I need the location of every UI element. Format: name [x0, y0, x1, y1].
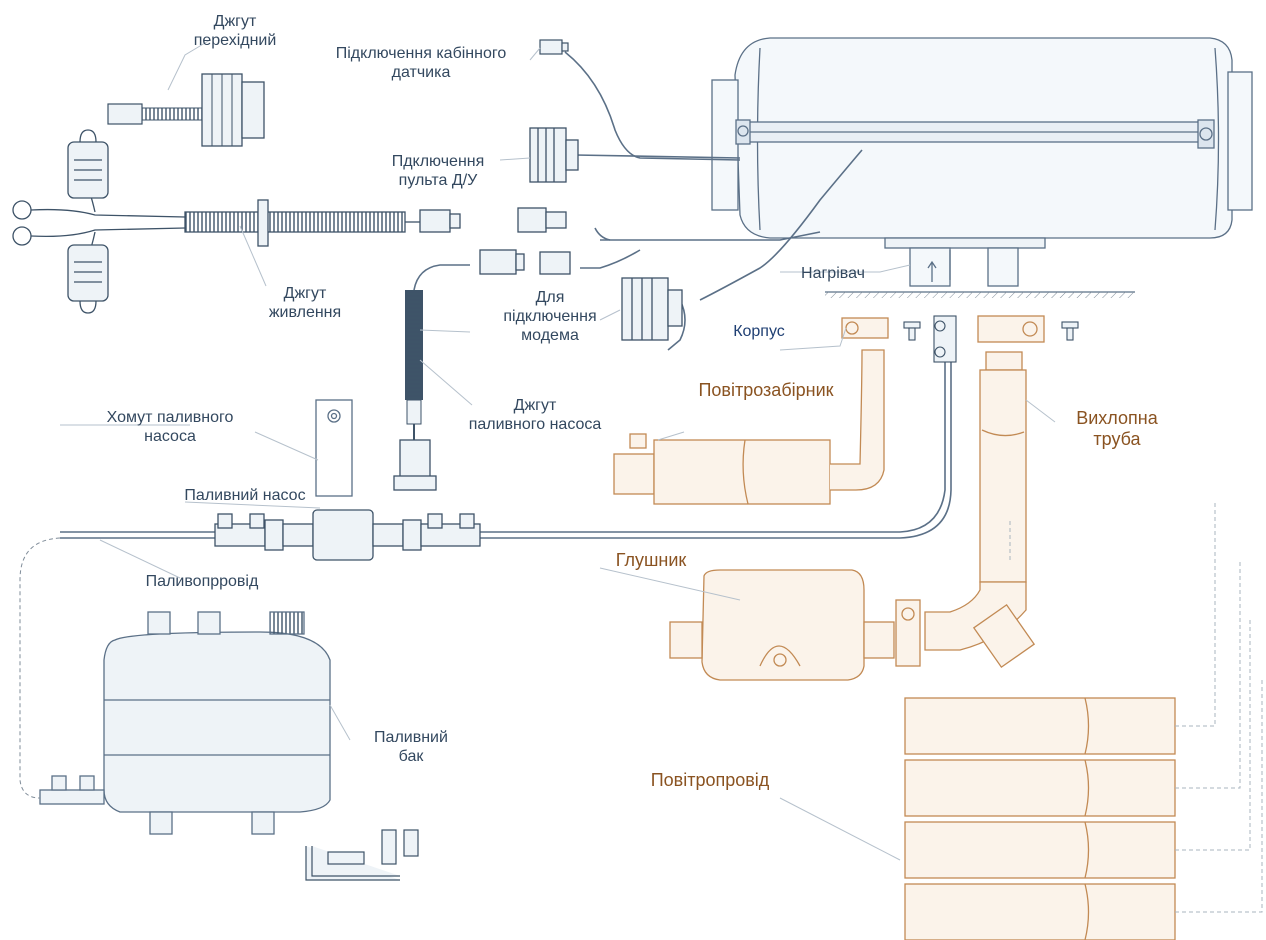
exhaust-assembly	[669, 315, 1045, 681]
label-fuel-pump-harness-line1: Джгут	[513, 397, 557, 414]
label-adapter-harness-line2: перехідний	[193, 32, 277, 49]
label-cab-sensor-line1: Підключення кабінного	[335, 45, 507, 62]
label-fuel-line: Паливопрровід	[122, 572, 282, 591]
dashed-guides-right	[1009, 500, 1263, 913]
air-intake	[613, 317, 889, 505]
label-fuel-tank-line1: Паливний	[374, 729, 448, 746]
power-harness-connectors	[419, 207, 571, 275]
label-fuel-pump: Паливний насос	[150, 486, 340, 505]
pump-clamp	[315, 399, 353, 497]
label-housing: Корпус	[714, 322, 804, 341]
power-harness	[12, 129, 420, 314]
label-fuel-pump-text: Паливний насос	[184, 487, 306, 504]
label-remote-panel: Пдключення пульта Д/У	[378, 152, 498, 190]
label-pump-clamp-line2: насоса	[144, 428, 196, 445]
label-fuel-pump-harness: Джгут паливного насоса	[450, 396, 620, 434]
modem-connector	[621, 277, 683, 341]
leader-lines	[60, 39, 1056, 861]
label-fuel-pump-harness-line2: паливного насоса	[468, 416, 602, 433]
label-fuel-line-text: Паливопрровід	[145, 573, 259, 590]
label-power-harness-line1: Джгут	[283, 285, 327, 302]
cab-sensor-plug	[539, 39, 569, 55]
label-fuel-tank-line2: бак	[398, 748, 424, 765]
label-air-duct: Повітропровід	[620, 770, 800, 791]
cable-routing	[413, 51, 863, 351]
air-ducts	[904, 697, 1176, 940]
label-air-intake: Повітрозабірник	[676, 380, 856, 401]
remote-panel-connector	[529, 127, 579, 183]
label-adapter-harness-line1: Джгут	[213, 13, 257, 30]
label-cab-sensor: Підключення кабінного датчика	[316, 44, 526, 82]
housing-bolts	[903, 315, 1079, 363]
mounting-hardware	[305, 829, 419, 881]
label-air-intake-text: Повітрозабірник	[698, 380, 834, 400]
label-remote-panel-line2: пульта Д/У	[398, 172, 478, 189]
label-housing-text: Корпус	[733, 323, 785, 340]
label-cab-sensor-line2: датчика	[391, 64, 451, 81]
fuel-tank	[39, 611, 331, 835]
label-muffler: Глушник	[596, 550, 706, 571]
label-power-harness-line2: живлення	[268, 304, 342, 321]
label-fuel-tank: Паливний бак	[356, 728, 466, 766]
label-exhaust-pipe-line1: Вихлопна	[1076, 408, 1158, 428]
label-air-duct-text: Повітропровід	[650, 770, 770, 790]
label-power-harness: Джгут живлення	[250, 284, 360, 322]
label-exhaust-pipe-line2: труба	[1093, 429, 1141, 449]
fuel-line	[60, 360, 952, 539]
label-pump-clamp-line1: Хомут паливного	[106, 409, 234, 426]
label-heater-text: Нагрівач	[801, 265, 865, 282]
fuel-line-dashed	[19, 537, 61, 799]
vehicle-housing-plate	[825, 291, 1135, 298]
label-modem: Для підключення модема	[485, 288, 615, 345]
label-adapter-harness: Джгут перехідний	[190, 12, 280, 50]
label-muffler-text: Глушник	[615, 550, 687, 570]
label-exhaust-pipe: Вихлопна труба	[1052, 408, 1182, 450]
fuel-pump	[214, 509, 481, 561]
label-heater: Нагрівач	[778, 264, 888, 283]
adapter-harness	[107, 73, 265, 147]
fuel-pump-harness	[393, 290, 437, 491]
label-remote-panel-line1: Пдключення	[391, 153, 485, 170]
label-modem-line3: модема	[521, 327, 579, 344]
heater-unit	[711, 37, 1253, 287]
label-modem-line1: Для	[535, 289, 565, 306]
label-pump-clamp: Хомут паливного насоса	[80, 408, 260, 446]
label-modem-line2: підключення	[503, 308, 597, 325]
